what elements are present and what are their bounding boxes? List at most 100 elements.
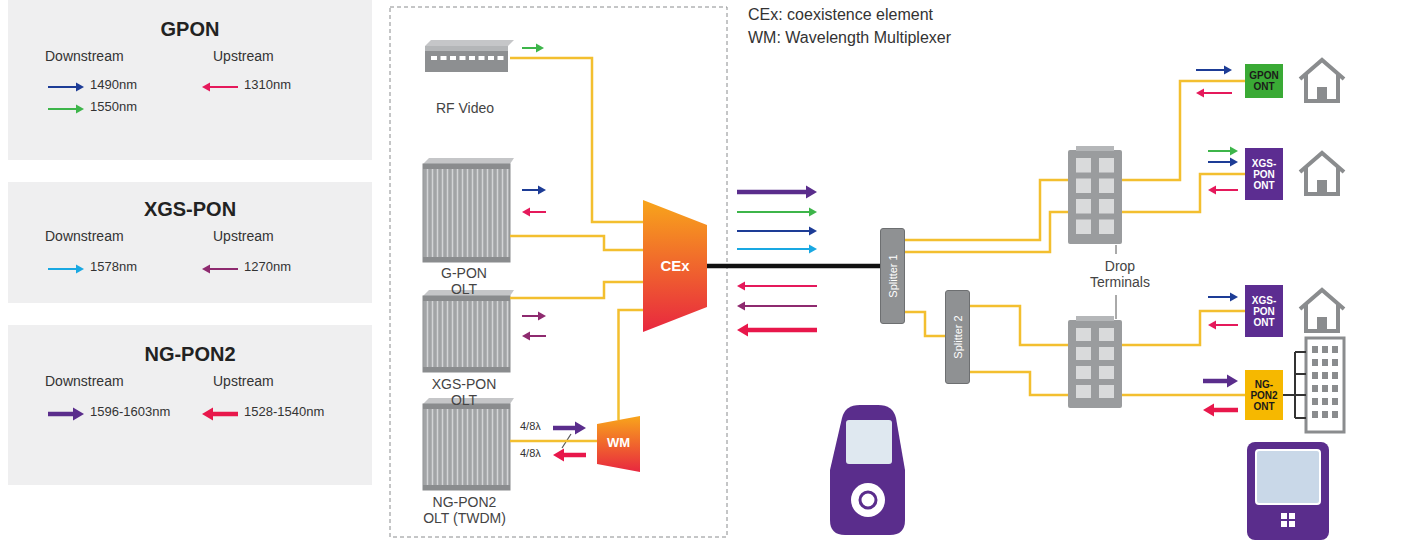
- signal-arrow-head: [76, 105, 84, 114]
- signal-arrow-head: [202, 265, 210, 274]
- signal-arrow-shaft: [1203, 379, 1227, 384]
- signal-arrow-shaft: [1204, 92, 1232, 94]
- node-text: Upstream: [213, 373, 274, 389]
- leader-line: [1116, 245, 1117, 254]
- drop-terminal-port: [1076, 385, 1091, 398]
- signal-arrow-head: [76, 265, 84, 274]
- ont-box: XGS- PON ONT: [1245, 285, 1283, 337]
- signal-arrow-shaft: [48, 86, 76, 88]
- olt-rack: [423, 296, 510, 372]
- abbreviation-note: CEx: coexistence element: [748, 6, 933, 24]
- rack-band: [423, 164, 510, 169]
- handheld-instrument: [830, 405, 905, 535]
- signal-arrow-head: [1224, 66, 1232, 75]
- node-text: 1596-1603nm: [90, 405, 170, 420]
- tablet-button: [1281, 513, 1287, 519]
- building-window: [1322, 346, 1328, 353]
- house-door: [1317, 180, 1327, 194]
- signal-arrow-shaft: [1214, 408, 1238, 413]
- signal-arrow-head: [1230, 147, 1238, 156]
- drop-terminal: [1068, 320, 1122, 408]
- signal-arrow-head: [522, 208, 530, 217]
- wavelength-legend-box: GPONDownstreamUpstream1490nm1550nm1310nm: [8, 0, 372, 160]
- signal-arrow-shaft: [737, 190, 806, 195]
- building-window: [1312, 385, 1318, 392]
- house-door: [1317, 87, 1327, 101]
- building-window: [1322, 398, 1328, 405]
- leader-line: [1116, 295, 1117, 319]
- node-text: 1310nm: [244, 78, 291, 93]
- splitter-box: Splitter 2: [945, 290, 970, 384]
- drop-terminal: [1068, 150, 1122, 244]
- fiber-link: [619, 310, 644, 420]
- building-window: [1332, 398, 1338, 405]
- drop-terminal-cap: [1076, 146, 1114, 151]
- building-window: [1322, 411, 1328, 418]
- node-text: 1490nm: [90, 78, 137, 93]
- rf-video-port: [450, 56, 456, 60]
- rf-video-port: [441, 56, 447, 60]
- splitter-box: Splitter 1: [880, 228, 905, 324]
- signal-arrow-shaft: [48, 412, 73, 417]
- wavelength-legend-box: NG-PON2DownstreamUpstream1596-1603nm1528…: [8, 325, 372, 485]
- signal-arrow-head: [1203, 404, 1214, 417]
- signal-arrow-head: [806, 186, 817, 199]
- olt-device: XGS-PON OLT: [418, 288, 510, 411]
- signal-arrow-shaft: [1216, 324, 1238, 326]
- node-title: GPON: [8, 18, 372, 41]
- rf-video-port: [479, 56, 485, 60]
- wavelength-count: 4/8λ: [520, 420, 541, 433]
- rf-video-port: [431, 56, 437, 60]
- building-window: [1332, 346, 1338, 353]
- signal-arrow-shaft: [745, 285, 817, 287]
- tablet-instrument: [1247, 442, 1329, 540]
- building-window: [1332, 359, 1338, 366]
- signal-arrow-head: [809, 208, 817, 217]
- signal-arrow-head: [538, 186, 546, 195]
- drop-terminal-port: [1076, 158, 1091, 173]
- building-window: [1312, 359, 1318, 366]
- rf-video-port: [488, 56, 494, 60]
- rack-band: [423, 485, 510, 490]
- building-window: [1322, 359, 1328, 366]
- rf-video-body: [425, 46, 508, 72]
- node-title: XGS-PON: [8, 198, 372, 221]
- signal-arrow-shaft: [1216, 189, 1238, 191]
- signal-arrow-shaft: [737, 248, 809, 250]
- olt-rack: [423, 404, 510, 490]
- signal-arrow-shaft: [522, 47, 536, 49]
- signal-arrow-shaft: [213, 412, 238, 417]
- drop-terminal-cap: [1076, 316, 1114, 321]
- wavelength-multiplexer-outline: [597, 416, 640, 472]
- drop-terminal-port: [1099, 158, 1114, 173]
- signal-arrow-head: [1208, 186, 1216, 195]
- building-window: [1312, 346, 1318, 353]
- ont-label: GPON ONT: [1245, 70, 1283, 92]
- signal-arrow-head: [1196, 89, 1204, 98]
- central-office-boundary: [390, 7, 727, 537]
- signal-arrow-shaft: [564, 453, 586, 458]
- signal-arrow-shaft: [1208, 150, 1230, 152]
- wavelength-multiplexer: WM: [597, 416, 640, 472]
- signal-arrow-head: [202, 83, 210, 92]
- signal-arrow-shaft: [1196, 69, 1224, 71]
- node-text: Upstream: [213, 48, 274, 64]
- signal-arrow-shaft: [210, 86, 238, 88]
- ont-box: GPON ONT: [1245, 64, 1283, 98]
- tablet-button: [1281, 521, 1287, 527]
- instrument-dial: [851, 483, 885, 517]
- fiber-link: [510, 440, 597, 443]
- building-window: [1332, 411, 1338, 418]
- signal-arrow-head: [553, 449, 564, 462]
- building-window: [1332, 385, 1338, 392]
- node-title: NG-PON2 OLT (TWDM): [420, 494, 509, 526]
- house-icon: [1300, 290, 1344, 331]
- abbreviation-note: WM: Wavelength Multiplexer: [748, 29, 951, 47]
- node-title: WM: [597, 436, 640, 451]
- node-title: CEx: [643, 257, 707, 274]
- signal-arrow-head: [73, 408, 84, 421]
- signal-arrow-head: [809, 227, 817, 236]
- ont-box: XGS- PON ONT: [1245, 148, 1283, 200]
- drop-terminal-port: [1076, 328, 1091, 341]
